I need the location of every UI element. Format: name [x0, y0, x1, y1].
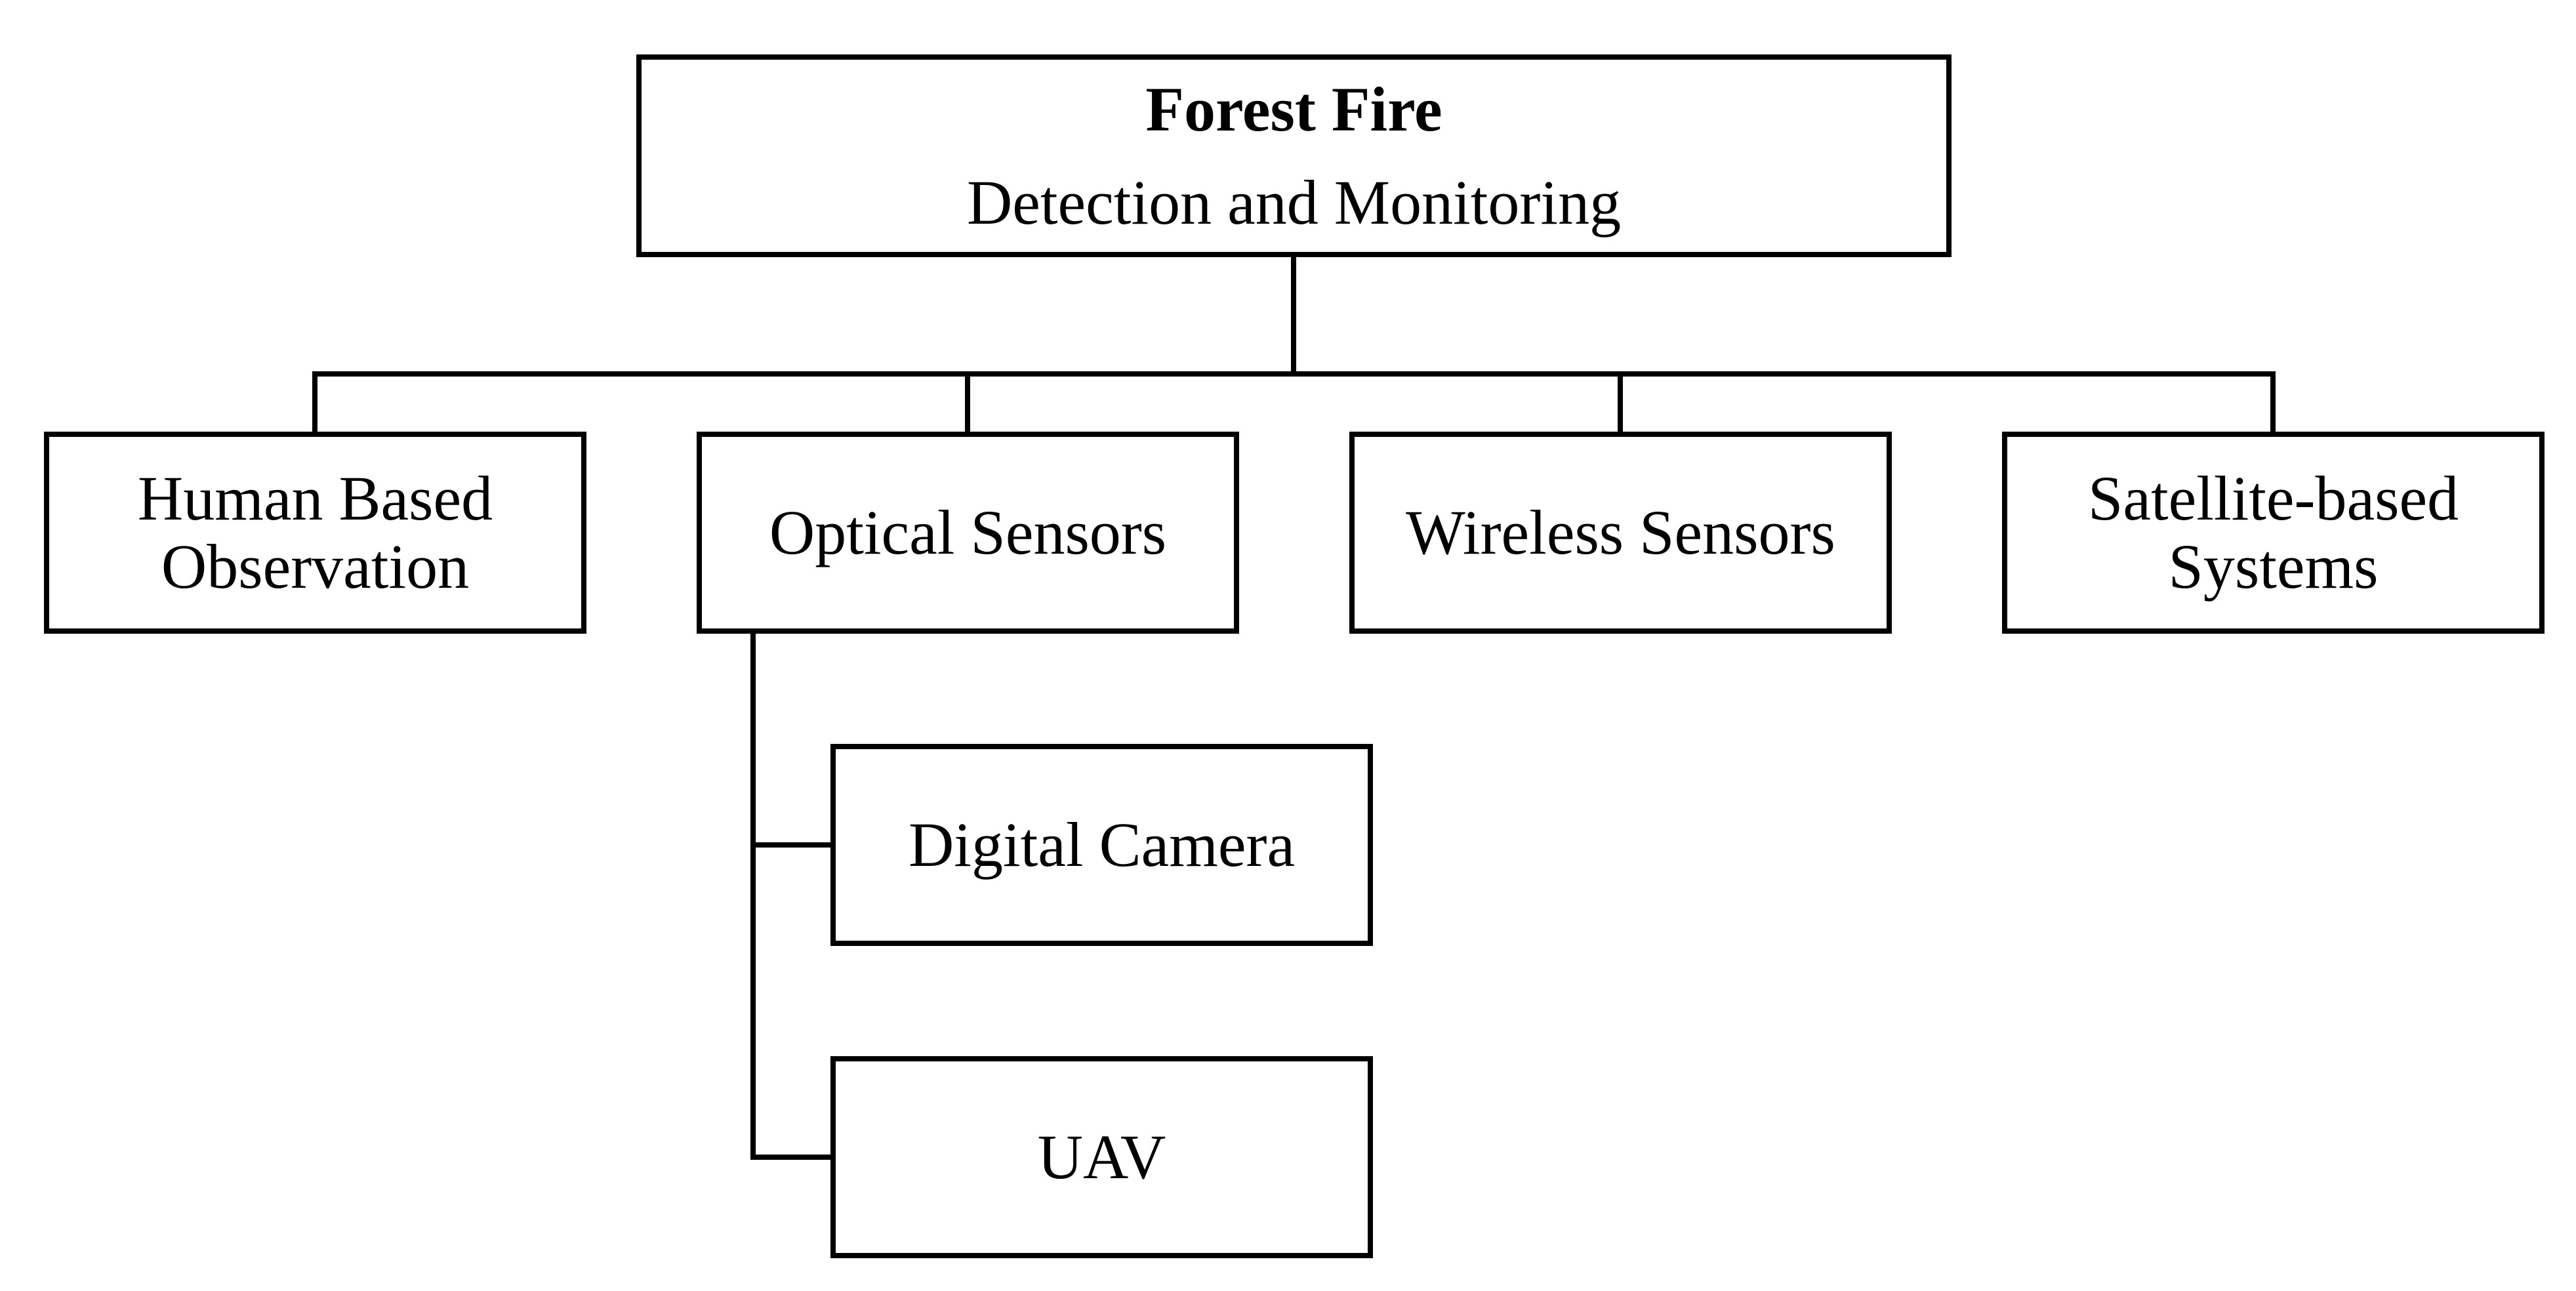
human-label-line2: Observation — [161, 531, 470, 602]
root-node-forest-fire: Forest Fire Detection and Monitoring — [636, 54, 1952, 257]
subnode-uav: UAV — [830, 1056, 1373, 1258]
optical-label: Optical Sensors — [769, 497, 1167, 567]
wireless-label: Wireless Sensors — [1406, 497, 1835, 567]
root-title: Forest Fire — [1145, 73, 1442, 144]
human-label-line1: Human Based — [137, 463, 493, 533]
root-subtitle: Detection and Monitoring — [966, 167, 1622, 237]
subnode-digital-camera: Digital Camera — [830, 744, 1373, 946]
satellite-label-line1: Satellite-based — [2087, 463, 2459, 533]
camera-label: Digital Camera — [908, 809, 1296, 880]
category-wireless-sensors: Wireless Sensors — [1349, 432, 1892, 634]
satellite-label-line2: Systems — [2168, 531, 2379, 602]
uav-label: UAV — [1037, 1122, 1166, 1192]
category-satellite-based-systems: Satellite-based Systems — [2002, 432, 2545, 634]
category-optical-sensors: Optical Sensors — [697, 432, 1239, 634]
category-human-based-observation: Human Based Observation — [44, 432, 586, 634]
